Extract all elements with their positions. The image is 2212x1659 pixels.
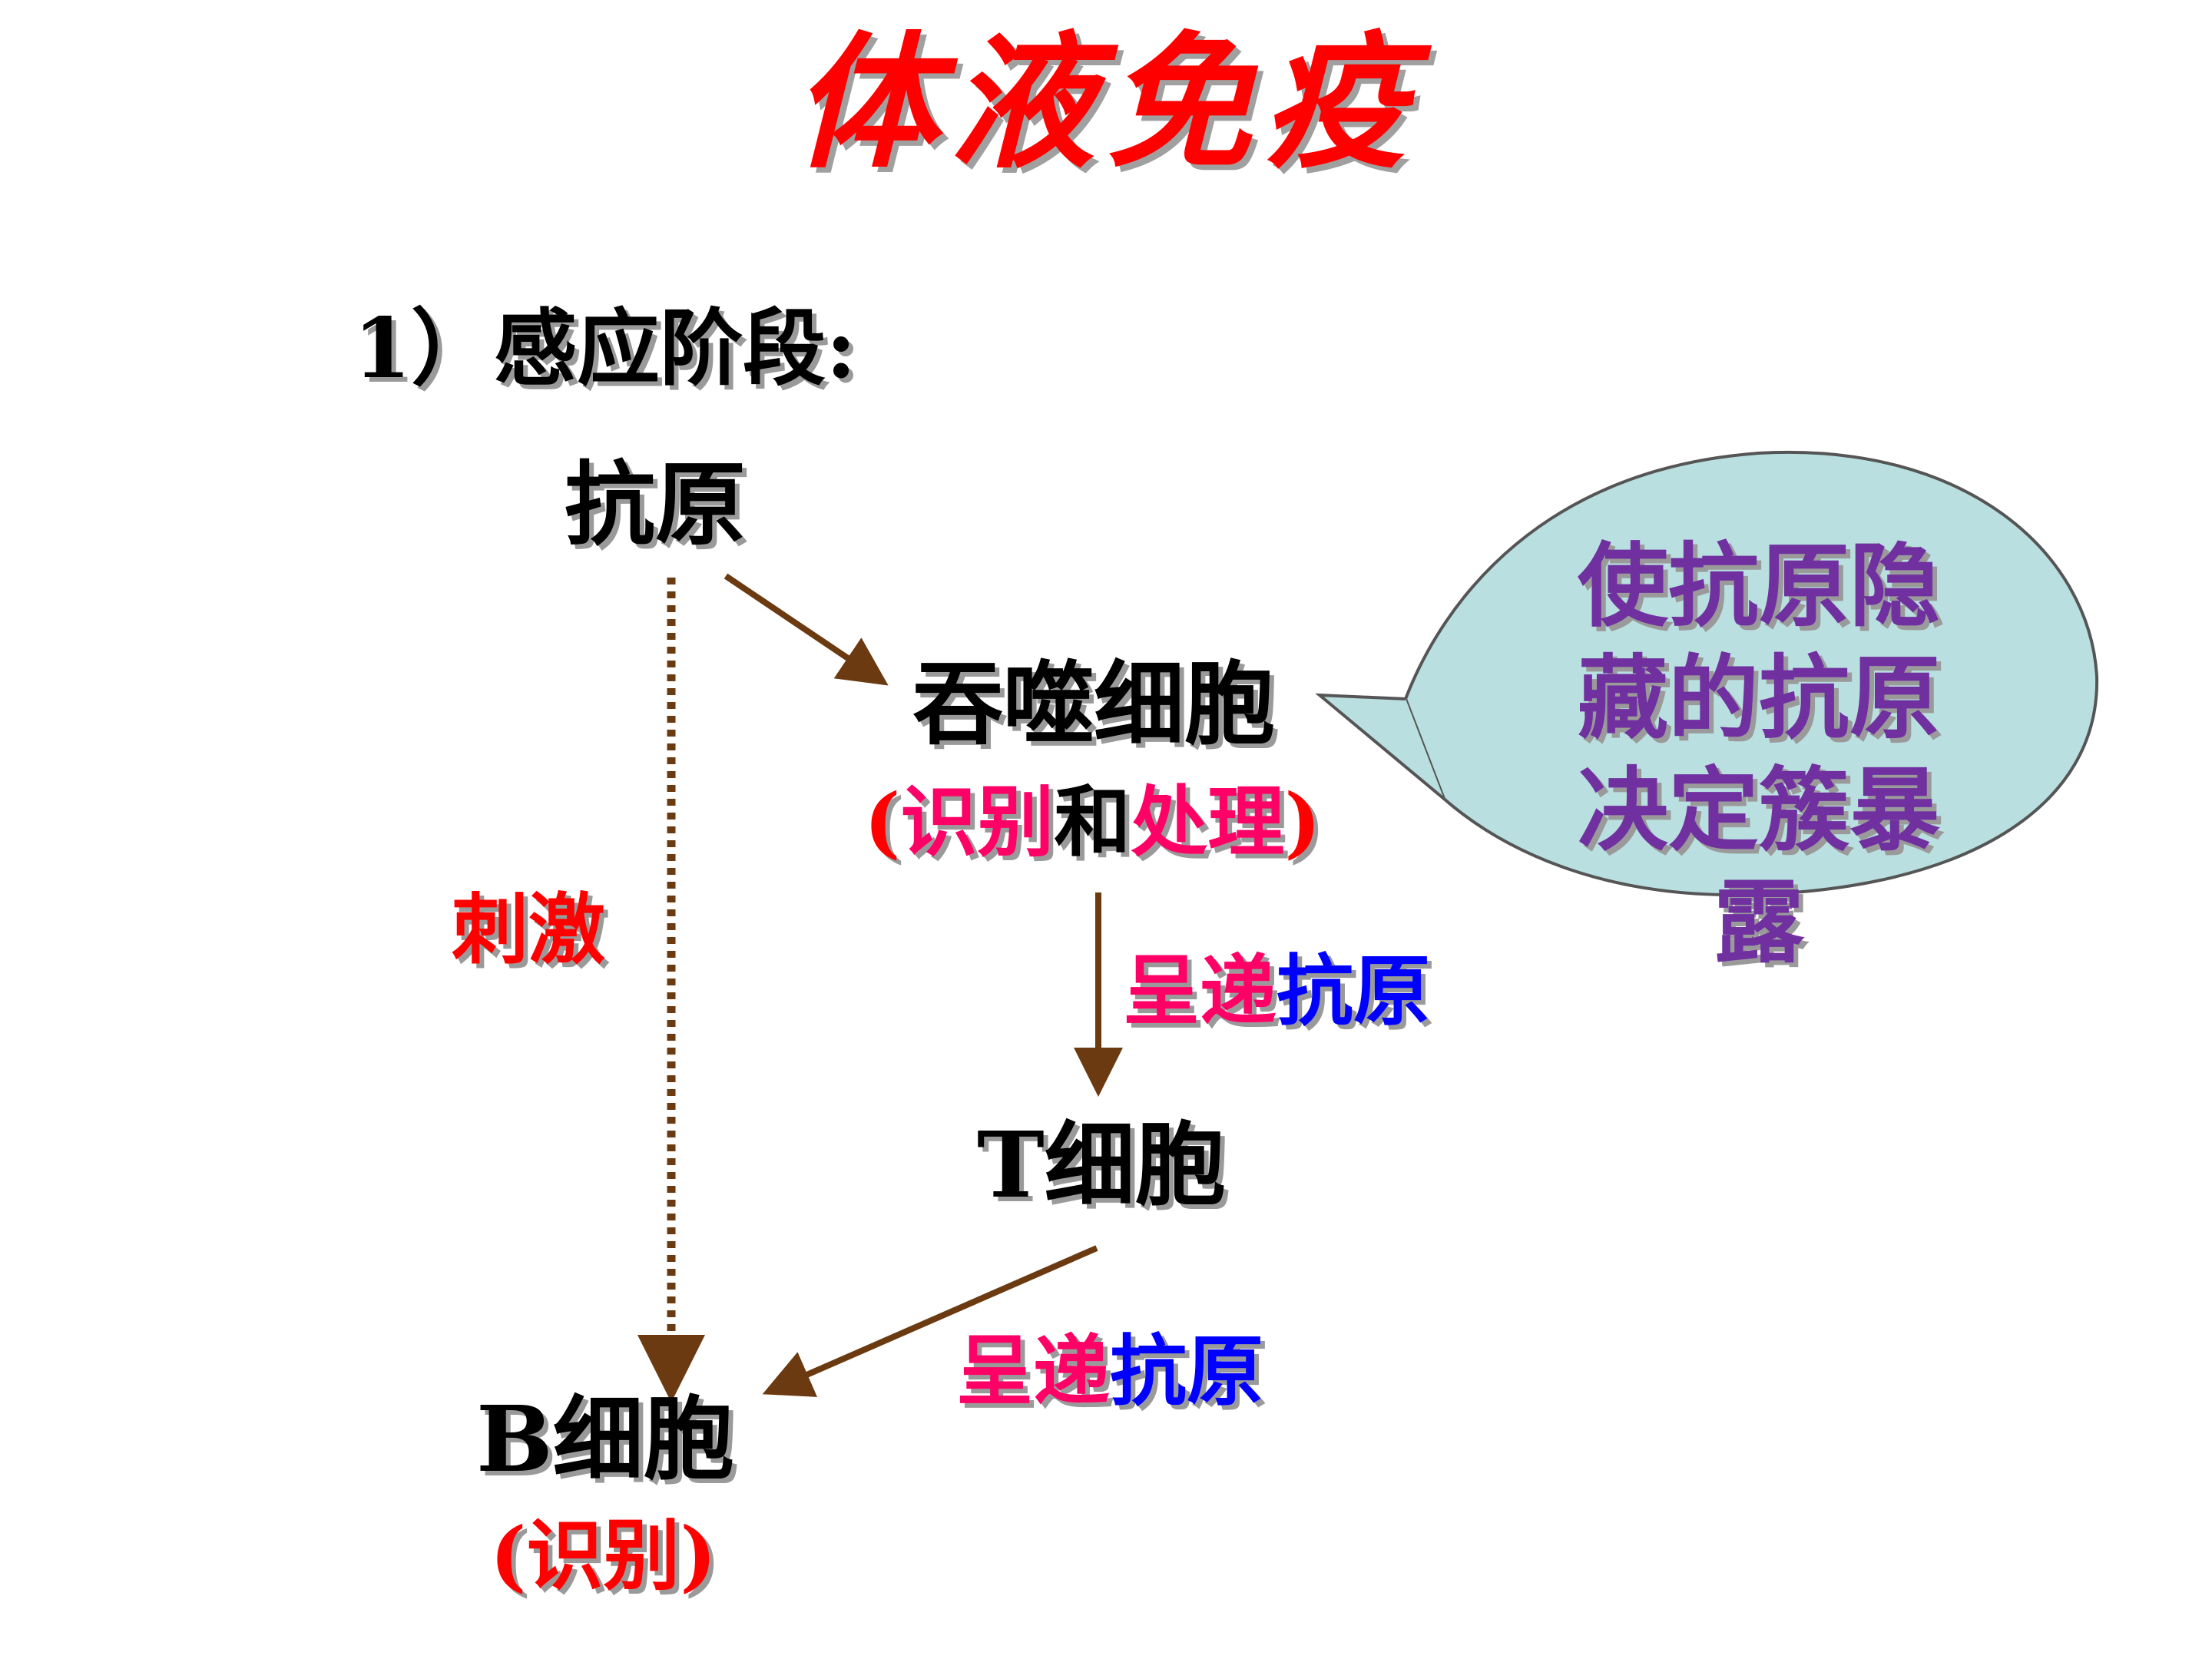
note-open-paren: (	[864, 777, 901, 867]
node-phagocyte: 吞噬细胞	[912, 651, 1276, 757]
label-present-antigen-1: 呈递抗原	[1123, 952, 1430, 1029]
note-recognize: 识别	[900, 777, 1055, 867]
label-present-antigen-2: 呈递抗原	[956, 1333, 1263, 1409]
node-b-cell: B细胞	[476, 1386, 734, 1492]
node-t-cell: T细胞	[977, 1111, 1226, 1218]
callout-bubble	[1403, 450, 2099, 897]
label-stimulate: 刺激	[452, 884, 605, 975]
arrow-antigen-to-phagocyte	[724, 573, 889, 686]
callout-pointer	[1315, 693, 1445, 800]
present1-object: 抗原	[1277, 945, 1430, 1036]
present2-verb: 呈递	[956, 1326, 1110, 1416]
present1-verb: 呈递	[1123, 945, 1277, 1036]
node-phagocyte-note: (识别和处理)	[864, 783, 1321, 860]
callout-text: 使抗原隐藏的抗原决定簇暴露	[1577, 532, 1940, 975]
node-antigen: 抗原	[565, 451, 747, 558]
section-heading: 1）感应阶段:	[353, 300, 857, 397]
note-and: 和	[1054, 777, 1131, 867]
node-b-cell-note: (识别)	[490, 1510, 717, 1601]
arrow-tcell-to-bcell	[762, 1245, 1098, 1397]
note-process: 处理	[1131, 777, 1285, 867]
present2-object: 抗原	[1110, 1326, 1263, 1416]
slide-title: 体液免疫	[792, 18, 1419, 188]
note-close-paren: )	[1284, 777, 1321, 867]
